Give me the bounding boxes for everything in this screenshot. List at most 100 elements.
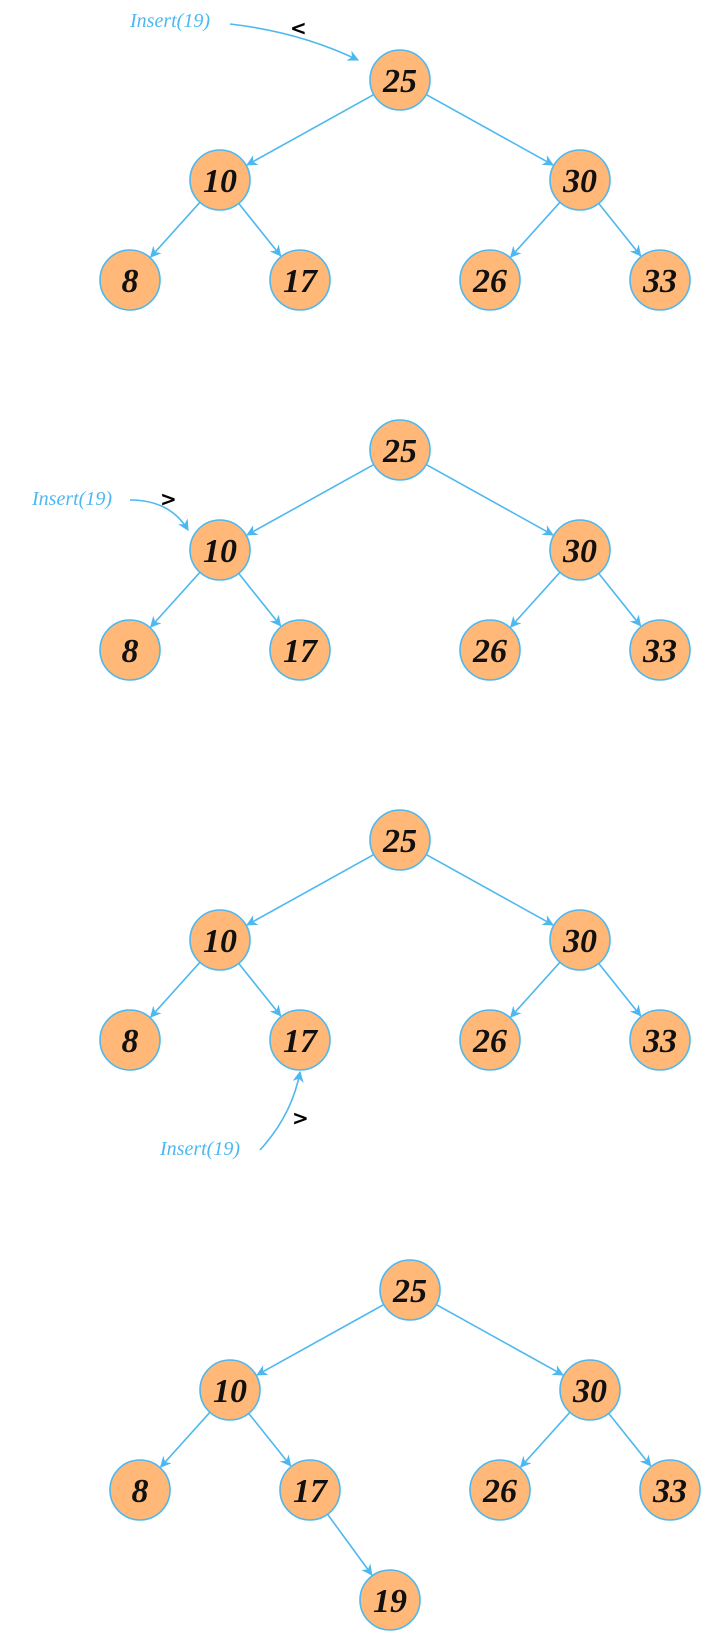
- node-value: 8: [132, 1473, 149, 1510]
- node-value: 25: [392, 1273, 427, 1310]
- node-circle: [459, 1009, 521, 1071]
- node-circle: [459, 619, 521, 681]
- node-value: 8: [122, 1023, 139, 1060]
- node-step2-30: 30: [549, 519, 611, 581]
- insert-label-step1: Insert(19): [129, 10, 210, 32]
- node-value: 10: [203, 923, 237, 960]
- node-circle: [269, 619, 331, 681]
- nodes-layer: 25 10 30 8 17 26 33 25 10 30 8 17 26 33 25 10 30 8 17 26 33 2…: [99, 49, 701, 1631]
- node-value: 33: [642, 1023, 677, 1060]
- edge-step3-30-to-33: [598, 962, 642, 1017]
- insert-pointer-arrow-step1: [229, 23, 360, 61]
- insert-label-step2: Insert(19): [31, 488, 112, 510]
- node-step4-17: 17: [279, 1459, 341, 1521]
- edge-step4-25-to-30: [435, 1303, 564, 1376]
- node-step2-26: 26: [459, 619, 521, 681]
- node-value: 26: [472, 1023, 507, 1060]
- node-value: 25: [382, 823, 417, 860]
- edge-step2-25-to-10: [246, 463, 375, 536]
- node-circle: [269, 1009, 331, 1071]
- node-value: 10: [213, 1373, 247, 1410]
- annotations-layer: Insert(19) < Insert(19) > Insert(19) >: [31, 10, 360, 1160]
- edges-layer: [149, 93, 652, 1576]
- node-step1-10: 10: [189, 149, 251, 211]
- edge-step3-25-to-10: [246, 853, 375, 926]
- node-step2-17: 17: [269, 619, 331, 681]
- node-value: 30: [562, 533, 597, 570]
- node-circle: [629, 619, 691, 681]
- edge-step4-17-to-19: [326, 1513, 373, 1576]
- node-circle: [469, 1459, 531, 1521]
- edge-step4-10-to-17: [248, 1412, 292, 1467]
- node-step4-10: 10: [199, 1359, 261, 1421]
- edge-step2-10-to-17: [238, 572, 282, 627]
- node-value: 26: [482, 1473, 517, 1510]
- edge-step4-25-to-10: [256, 1303, 385, 1376]
- compare-sign-step1: <: [290, 16, 307, 40]
- compare-sign-step2: >: [160, 487, 177, 511]
- node-circle: [369, 809, 431, 871]
- node-step2-8: 8: [99, 619, 161, 681]
- node-value: 33: [652, 1473, 687, 1510]
- node-circle: [369, 419, 431, 481]
- node-circle: [109, 1459, 171, 1521]
- node-value: 17: [283, 263, 319, 300]
- compare-sign-step3: >: [292, 1106, 309, 1130]
- edge-step2-30-to-26: [509, 571, 561, 628]
- edge-step4-10-to-8: [159, 1411, 211, 1468]
- node-step3-8: 8: [99, 1009, 161, 1071]
- node-circle: [189, 909, 251, 971]
- node-step1-17: 17: [269, 249, 331, 311]
- node-circle: [189, 149, 251, 211]
- node-value: 30: [562, 923, 597, 960]
- insert-label-step3: Insert(19): [159, 1138, 240, 1160]
- edge-step2-25-to-30: [425, 463, 554, 536]
- node-value: 17: [283, 1023, 319, 1060]
- node-circle: [549, 909, 611, 971]
- node-circle: [189, 519, 251, 581]
- node-value: 33: [642, 633, 677, 670]
- node-step3-17: 17: [269, 1009, 331, 1071]
- edge-step1-10-to-8: [149, 201, 201, 258]
- node-step3-10: 10: [189, 909, 251, 971]
- edge-step1-25-to-10: [246, 93, 375, 166]
- node-step1-8: 8: [99, 249, 161, 311]
- insert-pointer-arrow-step2: [129, 499, 189, 531]
- node-value: 8: [122, 263, 139, 300]
- node-step4-19: 19: [359, 1569, 421, 1631]
- node-value: 33: [642, 263, 677, 300]
- node-step3-33: 33: [629, 1009, 691, 1071]
- node-step1-25: 25: [369, 49, 431, 111]
- node-step2-10: 10: [189, 519, 251, 581]
- edge-step3-10-to-8: [149, 961, 201, 1018]
- node-value: 10: [203, 163, 237, 200]
- edge-step1-30-to-26: [509, 201, 561, 258]
- node-value: 19: [373, 1583, 407, 1620]
- edge-step2-30-to-33: [598, 572, 642, 627]
- edge-step4-30-to-26: [519, 1411, 571, 1468]
- node-circle: [379, 1259, 441, 1321]
- node-step2-25: 25: [369, 419, 431, 481]
- node-circle: [199, 1359, 261, 1421]
- node-value: 30: [572, 1373, 607, 1410]
- edge-step1-10-to-17: [238, 202, 282, 257]
- node-step4-26: 26: [469, 1459, 531, 1521]
- node-step4-33: 33: [639, 1459, 701, 1521]
- node-step3-25: 25: [369, 809, 431, 871]
- node-step3-26: 26: [459, 1009, 521, 1071]
- node-circle: [359, 1569, 421, 1631]
- node-circle: [99, 1009, 161, 1071]
- node-value: 25: [382, 433, 417, 470]
- node-step1-26: 26: [459, 249, 521, 311]
- node-circle: [369, 49, 431, 111]
- edge-step3-10-to-17: [238, 962, 282, 1017]
- node-circle: [559, 1359, 621, 1421]
- node-circle: [99, 249, 161, 311]
- edge-step1-25-to-30: [425, 93, 554, 166]
- node-value: 26: [472, 263, 507, 300]
- edge-step3-30-to-26: [509, 961, 561, 1018]
- node-circle: [549, 519, 611, 581]
- node-circle: [629, 249, 691, 311]
- node-circle: [269, 249, 331, 311]
- node-circle: [629, 1009, 691, 1071]
